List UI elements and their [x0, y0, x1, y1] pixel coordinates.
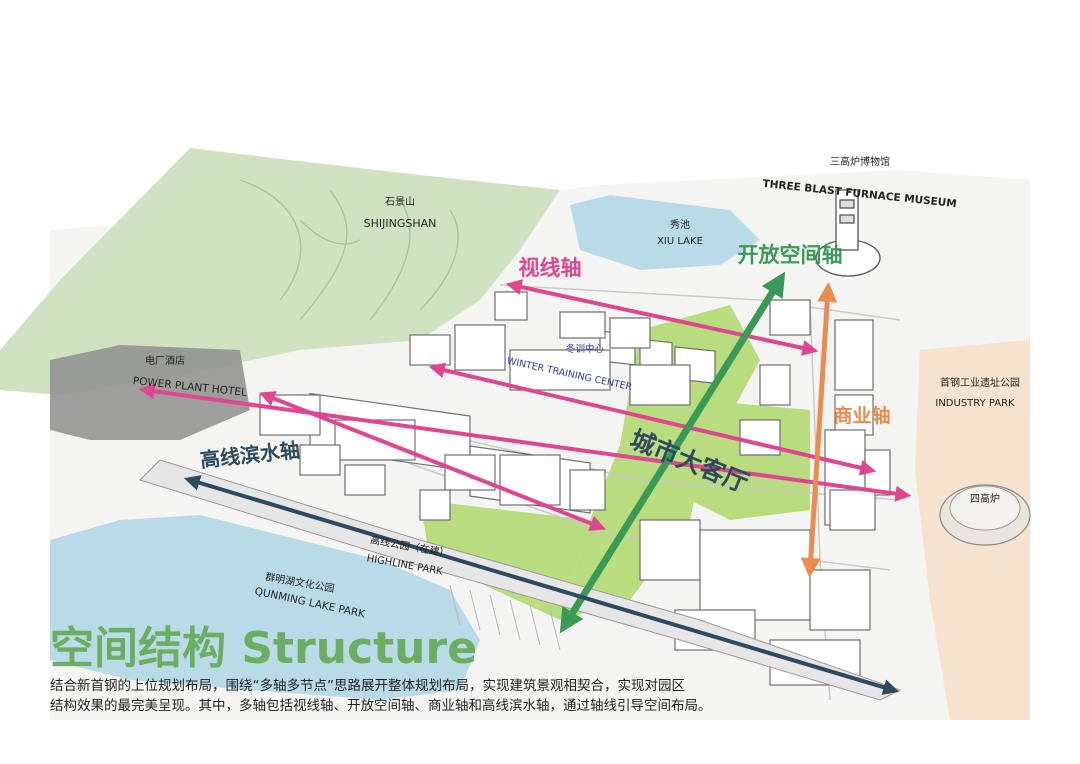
- xiu-lake: [570, 195, 760, 270]
- furnace4-label: 四高炉: [970, 492, 1000, 505]
- shijingshan-cn: 石景山: [385, 196, 415, 208]
- waterfront-axis-arrow: [183, 475, 900, 695]
- page-title: 空间结构 Structure: [50, 623, 478, 674]
- industry-park-en: INDUSTRY PARK: [935, 398, 1015, 409]
- furnace4-structure: [939, 484, 1031, 546]
- xiu-lake-en: XIU LAKE: [657, 236, 703, 247]
- commercial-label: 商业轴: [833, 404, 890, 427]
- xiu-lake-cn: 秀池: [670, 218, 690, 231]
- caption-line-2: 结构效果的最完美呈现。其中，多轴包括视线轴、开放空间轴、商业轴和高线滨水轴，通过…: [50, 698, 712, 714]
- open-space-label: 开放空间轴: [738, 243, 843, 267]
- blast-furnace-museum: [815, 189, 881, 277]
- sightline-label: 视线轴: [519, 256, 582, 280]
- hill-contours: [239, 179, 459, 321]
- shijingshan-hill: [0, 148, 560, 395]
- power-plant-cn: 电厂酒店: [145, 354, 185, 367]
- caption-line-1: 结合新首钢的上位规划布局，围绕“多轴多节点”思路展开整体规划布局，实现建筑景观相…: [50, 678, 685, 694]
- winter-cn: 冬训中心: [566, 343, 605, 355]
- shijingshan-en: SHIJINGSHAN: [364, 217, 437, 230]
- museum-cn: 三高炉博物馆: [830, 155, 890, 168]
- industry-park-cn: 首钢工业遗址公园: [940, 376, 1020, 389]
